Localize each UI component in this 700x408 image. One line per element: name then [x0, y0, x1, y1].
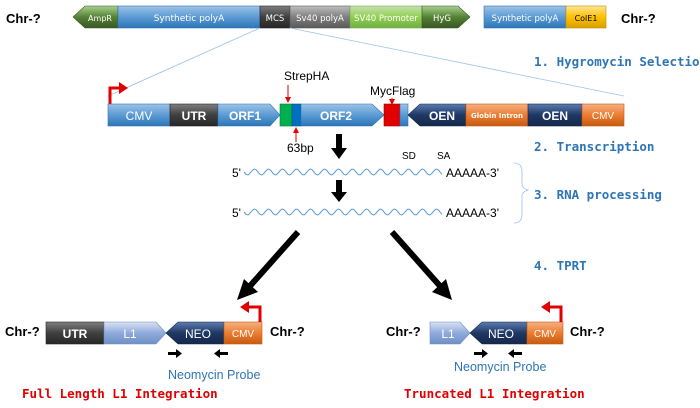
full-l1-label: L1	[123, 327, 137, 341]
processing-arrow-head	[331, 192, 347, 202]
zoom-line-left	[107, 27, 261, 97]
full-promoter-arrow	[248, 305, 262, 322]
construct-spacer	[399, 103, 409, 127]
rna1-3prime: AAAAA-3'	[446, 166, 499, 180]
construct-cmv-right-label: CMV	[592, 111, 615, 122]
rna2-5prime: 5'	[232, 206, 241, 220]
segment-sv40-promoter-label: SV40 Promoter	[354, 14, 418, 24]
construct-cmv-label: CMV	[126, 109, 153, 123]
construct-utr-label: UTR	[182, 109, 207, 123]
trunc-chr-right-label: Chr-?	[570, 324, 605, 339]
tprt-arrow-left-head	[237, 279, 258, 300]
segment-hyg	[421, 5, 471, 29]
trunc-neo-label: NEO	[488, 327, 514, 341]
trunc-chr-left-label: Chr-?	[386, 324, 421, 339]
tprt-arrow-left-shaft	[247, 230, 301, 288]
tprt-arrows	[237, 230, 452, 300]
rna2-wave	[243, 208, 443, 216]
step-1-label: 1. Hygromycin Selection	[534, 54, 700, 69]
full-l1	[103, 321, 167, 345]
l1-construct: CMV UTR ORF1 ORF2 OEN Globin Intron OEN …	[107, 69, 625, 155]
segment-synthetic-polya-2-label: Synthetic polyA	[492, 14, 559, 24]
tprt-arrow-right-shaft	[389, 230, 443, 288]
trunc-l1	[429, 321, 471, 345]
mycflag-label: MycFlag	[370, 84, 415, 98]
rna2-3prime: AAAAA-3'	[446, 206, 499, 220]
full-length-integration: Chr-? UTR L1 NEO CMV Chr-? Neomycin Prob…	[5, 301, 305, 401]
rna-strands: 5' SD SA AAAAA-3' 5' AAAAA-3'	[232, 151, 530, 224]
step-3-label: 3. RNA processing	[534, 187, 662, 202]
rna1-5prime: 5'	[232, 166, 241, 180]
full-chr-left-label: Chr-?	[5, 324, 40, 339]
top-chr-left-label: Chr-?	[6, 11, 41, 26]
trunc-probe-label: Neomycin Probe	[454, 360, 546, 374]
processing-arrow-shaft	[336, 180, 342, 194]
trunc-caption: Truncated L1 Integration	[404, 386, 585, 401]
trunc-promoter-arrow	[549, 305, 563, 322]
construct-orf2	[300, 103, 385, 127]
segment-mcs-label: MCS	[266, 14, 285, 24]
trunc-primer-reverse	[508, 349, 522, 358]
step-labels: 1. Hygromycin Selection 2. Transcription…	[534, 54, 700, 273]
rna-sd-label: SD	[402, 151, 416, 162]
tprt-arrow-right-head	[432, 279, 452, 300]
streptha-label: StrepHA	[284, 69, 329, 83]
trunc-cmv	[526, 321, 564, 345]
cmv-promoter-arrow-head	[119, 82, 128, 94]
step-4-label: 4. TPRT	[534, 258, 587, 273]
process-arrows	[331, 134, 347, 202]
construct-oen-right-label: OEN	[542, 109, 568, 123]
step-2-label: 2. Transcription	[534, 139, 654, 154]
segment-hyg-label: HyG	[433, 14, 451, 24]
full-neo-label: NEO	[185, 327, 211, 341]
trunc-cmv-label: CMV	[534, 329, 557, 340]
segment-cole1-label: ColE1	[575, 14, 598, 23]
mycflag-tag	[383, 103, 401, 127]
strepha-tag-blue	[291, 103, 302, 127]
construct-orf1	[217, 103, 281, 127]
construct-cmv-right	[581, 103, 625, 127]
rna-bracket	[513, 162, 530, 224]
construct-oen-left-label: OEN	[429, 109, 455, 123]
full-cmv-label: CMV	[232, 329, 255, 340]
segment-cole1	[565, 5, 607, 29]
strepha-tag-green	[279, 103, 293, 127]
segment-synthetic-polya-1-label: Synthetic polyA	[154, 14, 225, 24]
segment-ampr-label: AmpR	[88, 14, 112, 23]
construct-orf1-label: ORF1	[229, 109, 261, 123]
trunc-primer-forward	[474, 349, 488, 358]
truncated-integration: Chr-? L1 NEO CMV Chr-? Neomycin Probe Tr…	[386, 301, 605, 401]
full-cmv	[223, 321, 263, 345]
full-primer-reverse	[214, 349, 228, 358]
top-chr-right-label: Chr-?	[621, 11, 656, 26]
full-chr-right-label: Chr-?	[270, 324, 305, 339]
construct-globin-intron-label: Globin Intron	[471, 112, 523, 120]
rna-sa-label: SA	[437, 151, 451, 162]
full-promoter-arrow-head	[240, 301, 249, 313]
trunc-promoter-arrow-head	[541, 301, 550, 313]
rna1-wave	[243, 168, 443, 176]
transcription-arrow-head	[331, 148, 347, 159]
full-caption: Full Length L1 Integration	[22, 386, 218, 401]
full-primer-forward	[168, 349, 182, 358]
cmv-promoter-arrow	[108, 86, 120, 104]
trunc-l1-label: L1	[441, 327, 455, 341]
segment-sv40-polya-label: Sv40 polyA	[296, 14, 344, 24]
full-probe-label: Neomycin Probe	[168, 368, 260, 382]
size-label: 63bp	[287, 141, 314, 155]
construct-orf2-label: ORF2	[320, 109, 352, 123]
zoom-line-right	[289, 27, 625, 97]
top-vector: Chr-? Chr-? AmpR Synthetic polyA MCS Sv4…	[6, 5, 656, 97]
transcription-arrow-shaft	[336, 134, 342, 150]
full-utr-label: UTR	[63, 327, 88, 341]
